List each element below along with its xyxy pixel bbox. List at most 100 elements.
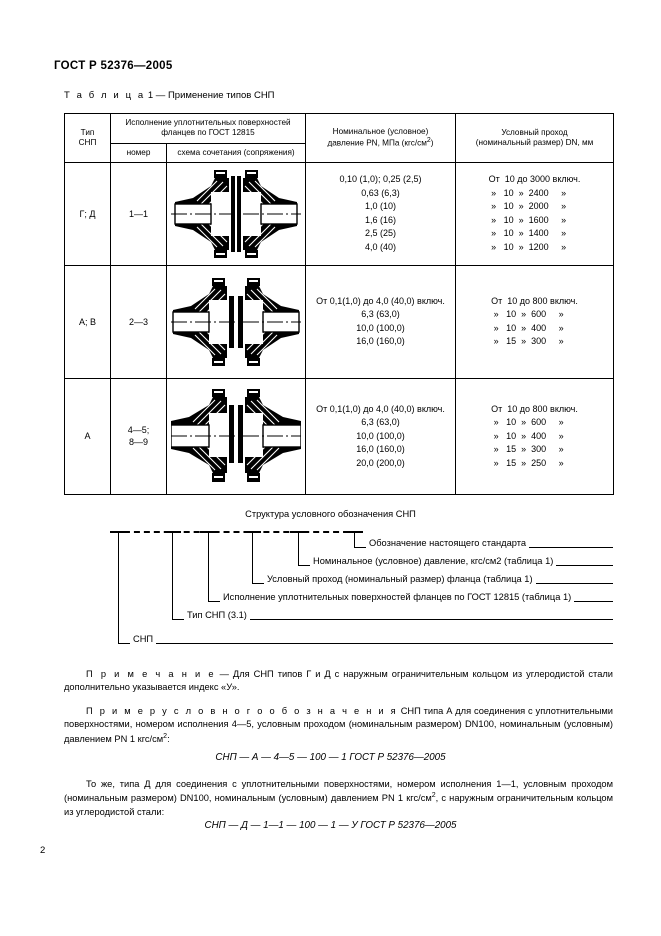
note-paragraph: П р и м е ч а н и е — Для СНП типов Г и … xyxy=(64,668,613,695)
dn-line: » 10 » 1400 » xyxy=(488,228,567,239)
cell-scheme xyxy=(166,264,306,379)
header-pressure-line2: давление PN, МПа (кгс/см2) xyxy=(309,137,452,149)
structure-tick-cap-6 xyxy=(346,531,363,533)
cell-type: А; В xyxy=(64,264,111,379)
dn-line: » 10 » 600 » xyxy=(491,309,564,320)
cell-dn: От 10 до 800 включ. » 10 » 600 » » 10 » … xyxy=(455,377,614,495)
structure-label-execution: Исполнение уплотнительных поверхностей ф… xyxy=(220,592,575,602)
cell-pressure: 0,10 (1,0); 0,25 (2,5) 0,63 (6,3) 1,0 (1… xyxy=(305,161,456,266)
table-row: А; В 2—3 xyxy=(64,264,614,379)
structure-tick-cap-2 xyxy=(164,531,181,533)
dn-line: » 10 » 400 » xyxy=(491,430,564,441)
pressure-line: 0,10 (1,0); 0,25 (2,5) xyxy=(339,174,422,185)
structure-tick-cap-5 xyxy=(290,531,307,533)
header-pressure-line2-b: ) xyxy=(430,138,434,148)
table-body: Г; Д 1—1 xyxy=(64,161,614,495)
header-dn-line1: Условный проход xyxy=(501,127,568,137)
example-2-text-a: То же, типа Д для соединения с уплотните… xyxy=(64,779,613,804)
pressure-line: 6,3 (63,0) xyxy=(361,309,400,320)
structure-tick-cap-1 xyxy=(110,531,127,533)
dn-line: » 10 » 2000 » xyxy=(488,201,567,212)
cell-pressure: От 0,1(1,0) до 4,0 (40,0) включ. 6,3 (63… xyxy=(305,377,456,495)
dn-line: » 15 » 250 » xyxy=(491,457,564,468)
dn-list: От 10 до 3000 включ. » 10 » 2400 » » 10 … xyxy=(489,173,581,254)
structure-tick-5 xyxy=(298,531,299,565)
pressure-line: 0,63 (6,3) xyxy=(361,187,400,198)
note-lead: П р и м е ч а н и е xyxy=(86,669,216,679)
dn-line: » 15 » 300 » xyxy=(491,444,564,454)
cell-type: Г; Д xyxy=(64,161,111,266)
table-row: А 4—5; 8—9 xyxy=(64,377,614,495)
header-nominal-bore: Условный проход (номинальный размер) DN,… xyxy=(455,113,614,163)
cell-number-line2: 8—9 xyxy=(128,437,148,448)
dn-line: От 10 до 3000 включ. xyxy=(488,174,581,185)
standard-number-header: ГОСТ Р 52376—2005 xyxy=(54,60,173,72)
dn-line: » 10 » 1200 » xyxy=(488,241,567,252)
dn-line: » 10 » 1600 » xyxy=(488,214,567,225)
header-execution-line2: фланцев по ГОСТ 12815 xyxy=(161,128,255,138)
structure-label-standard: Обозначение настоящего стандарта xyxy=(366,538,530,548)
structure-tick-cap-3 xyxy=(200,531,217,533)
structure-leader-6 xyxy=(118,643,613,644)
table-row: Г; Д 1—1 xyxy=(64,161,614,266)
pressure-line: 4,0 (40) xyxy=(364,241,397,252)
header-pressure-line1: Номинальное (условное) xyxy=(332,126,429,136)
pressure-line: От 0,1(1,0) до 4,0 (40,0) включ. xyxy=(316,295,445,306)
pressure-line: 10,0 (100,0) xyxy=(356,322,405,333)
pressure-line: 6,3 (63,0) xyxy=(361,417,400,427)
dn-list: От 10 до 800 включ. » 10 » 600 » » 10 » … xyxy=(491,295,578,349)
structure-label-pressure: Номинальное (условное) давление, кгс/см2… xyxy=(310,556,557,566)
header-type-line2: СНП xyxy=(78,137,97,147)
example-2-paragraph: То же, типа Д для соединения с уплотните… xyxy=(64,778,613,820)
example-2-text-b: , с наружным ограничительным кольцом из … xyxy=(64,793,613,818)
table-caption-prefix: Т а б л и ц а xyxy=(64,90,146,101)
flange-diagram-svg xyxy=(171,389,301,483)
cell-number-line1: 4—5; xyxy=(127,425,150,436)
table-header-row-2: номер схема сочетания (сопряжения) xyxy=(65,142,614,163)
pressure-line: От 0,1(1,0) до 4,0 (40,0) включ. xyxy=(316,403,445,414)
dn-line: » 10 » 600 » xyxy=(491,417,564,427)
pressure-line: 1,0 (10) xyxy=(364,201,397,212)
header-execution-line1: Исполнение уплотнительных поверхностей xyxy=(125,118,291,127)
structure-label-snp: СНП xyxy=(130,634,157,644)
dn-line: » 10 » 400 » xyxy=(491,322,564,333)
header-nominal-pressure: Номинальное (условное) давление PN, МПа … xyxy=(305,113,456,163)
structure-title: Структура условного обозначения СНП xyxy=(245,509,416,519)
structure-dashed-line xyxy=(114,531,359,533)
example-1-colon: : xyxy=(167,734,170,745)
note-text: — Для СНП типов Г и Д с наружным огранич… xyxy=(64,669,613,693)
dn-list: От 10 до 800 включ. » 10 » 600 » » 10 » … xyxy=(491,403,578,471)
snp-application-table: Тип СНП Исполнение уплотнительных поверх… xyxy=(64,113,614,495)
cell-pressure: От 0,1(1,0) до 4,0 (40,0) включ. 6,3 (63… xyxy=(305,264,456,379)
pressure-line: 2,5 (25) xyxy=(364,228,397,239)
example-1-lead: П р и м е р у с л о в н о г о о б о з н … xyxy=(86,706,398,716)
flange-section-diagram-3-icon xyxy=(167,387,305,485)
header-number: номер xyxy=(110,142,167,163)
cell-scheme xyxy=(166,377,306,495)
cell-number: 2—3 xyxy=(110,264,167,379)
structure-tick-2 xyxy=(172,531,173,619)
cell-number: 4—5; 8—9 xyxy=(110,377,167,495)
structure-leader-5 xyxy=(172,619,613,620)
cell-type: А xyxy=(64,377,111,495)
dn-line: От 10 до 800 включ. xyxy=(491,295,578,306)
designation-structure-diagram: Обозначение настоящего стандарта Номинал… xyxy=(64,531,613,651)
structure-tick-1 xyxy=(118,531,119,643)
flange-diagram-svg xyxy=(171,169,301,258)
header-type-line1: Тип xyxy=(80,127,95,137)
pressure-line: 16,0 (160,0) xyxy=(356,444,405,454)
pressure-line: 10,0 (100,0) xyxy=(356,430,405,441)
header-dn-line2: (номинальный размер) DN, мм xyxy=(475,137,594,147)
header-pressure-sup: 2 xyxy=(426,137,431,144)
cell-number: 1—1 xyxy=(110,161,167,266)
flange-section-diagram-1-icon xyxy=(167,168,305,260)
example-2-sup: 2 xyxy=(431,792,436,800)
header-scheme: схема сочетания (сопряжения) xyxy=(166,142,306,163)
cell-dn: От 10 до 800 включ. » 10 » 600 » » 10 » … xyxy=(455,264,614,379)
structure-tick-cap-4 xyxy=(244,531,261,533)
header-execution-group: Исполнение уплотнительных поверхностей ф… xyxy=(110,113,306,144)
table-head: Тип СНП Исполнение уплотнительных поверх… xyxy=(64,113,614,163)
pressure-line: 20,0 (200,0) xyxy=(356,457,405,468)
header-type-snp: Тип СНП xyxy=(64,113,111,163)
